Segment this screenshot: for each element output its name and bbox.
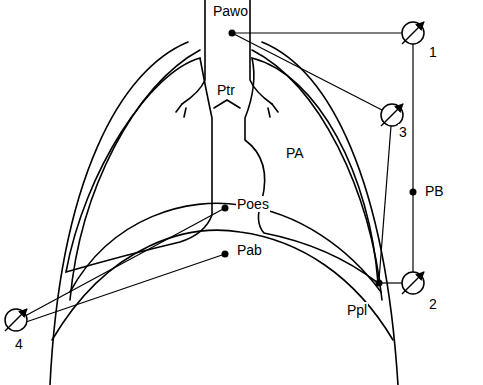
bronchus <box>268 104 278 117</box>
pressure-gauge <box>5 22 424 331</box>
pressure-label: PB <box>424 183 445 199</box>
right-lung <box>245 58 378 283</box>
bronchus <box>176 104 186 117</box>
pressure-label: Pawo <box>212 3 249 19</box>
chest-wall <box>262 42 398 385</box>
chest-wall-inner <box>252 50 382 300</box>
chest-wall <box>50 42 188 385</box>
carina <box>214 100 240 108</box>
left-lung <box>66 58 212 272</box>
trachea-wall <box>182 0 205 104</box>
diaphragm <box>52 230 393 340</box>
pressure-label: Ptr <box>216 82 236 98</box>
gauge-number: 2 <box>428 296 438 312</box>
pressure-label: Pab <box>236 242 263 258</box>
diaphragm <box>70 203 381 292</box>
pressure-label: PA <box>285 145 305 161</box>
pressure-label: Poes <box>236 196 270 212</box>
gauge-number: 1 <box>428 44 438 60</box>
gauge-number: 3 <box>398 124 408 140</box>
pressure-label: Ppl <box>346 302 368 318</box>
gauge-number: 4 <box>14 336 24 352</box>
